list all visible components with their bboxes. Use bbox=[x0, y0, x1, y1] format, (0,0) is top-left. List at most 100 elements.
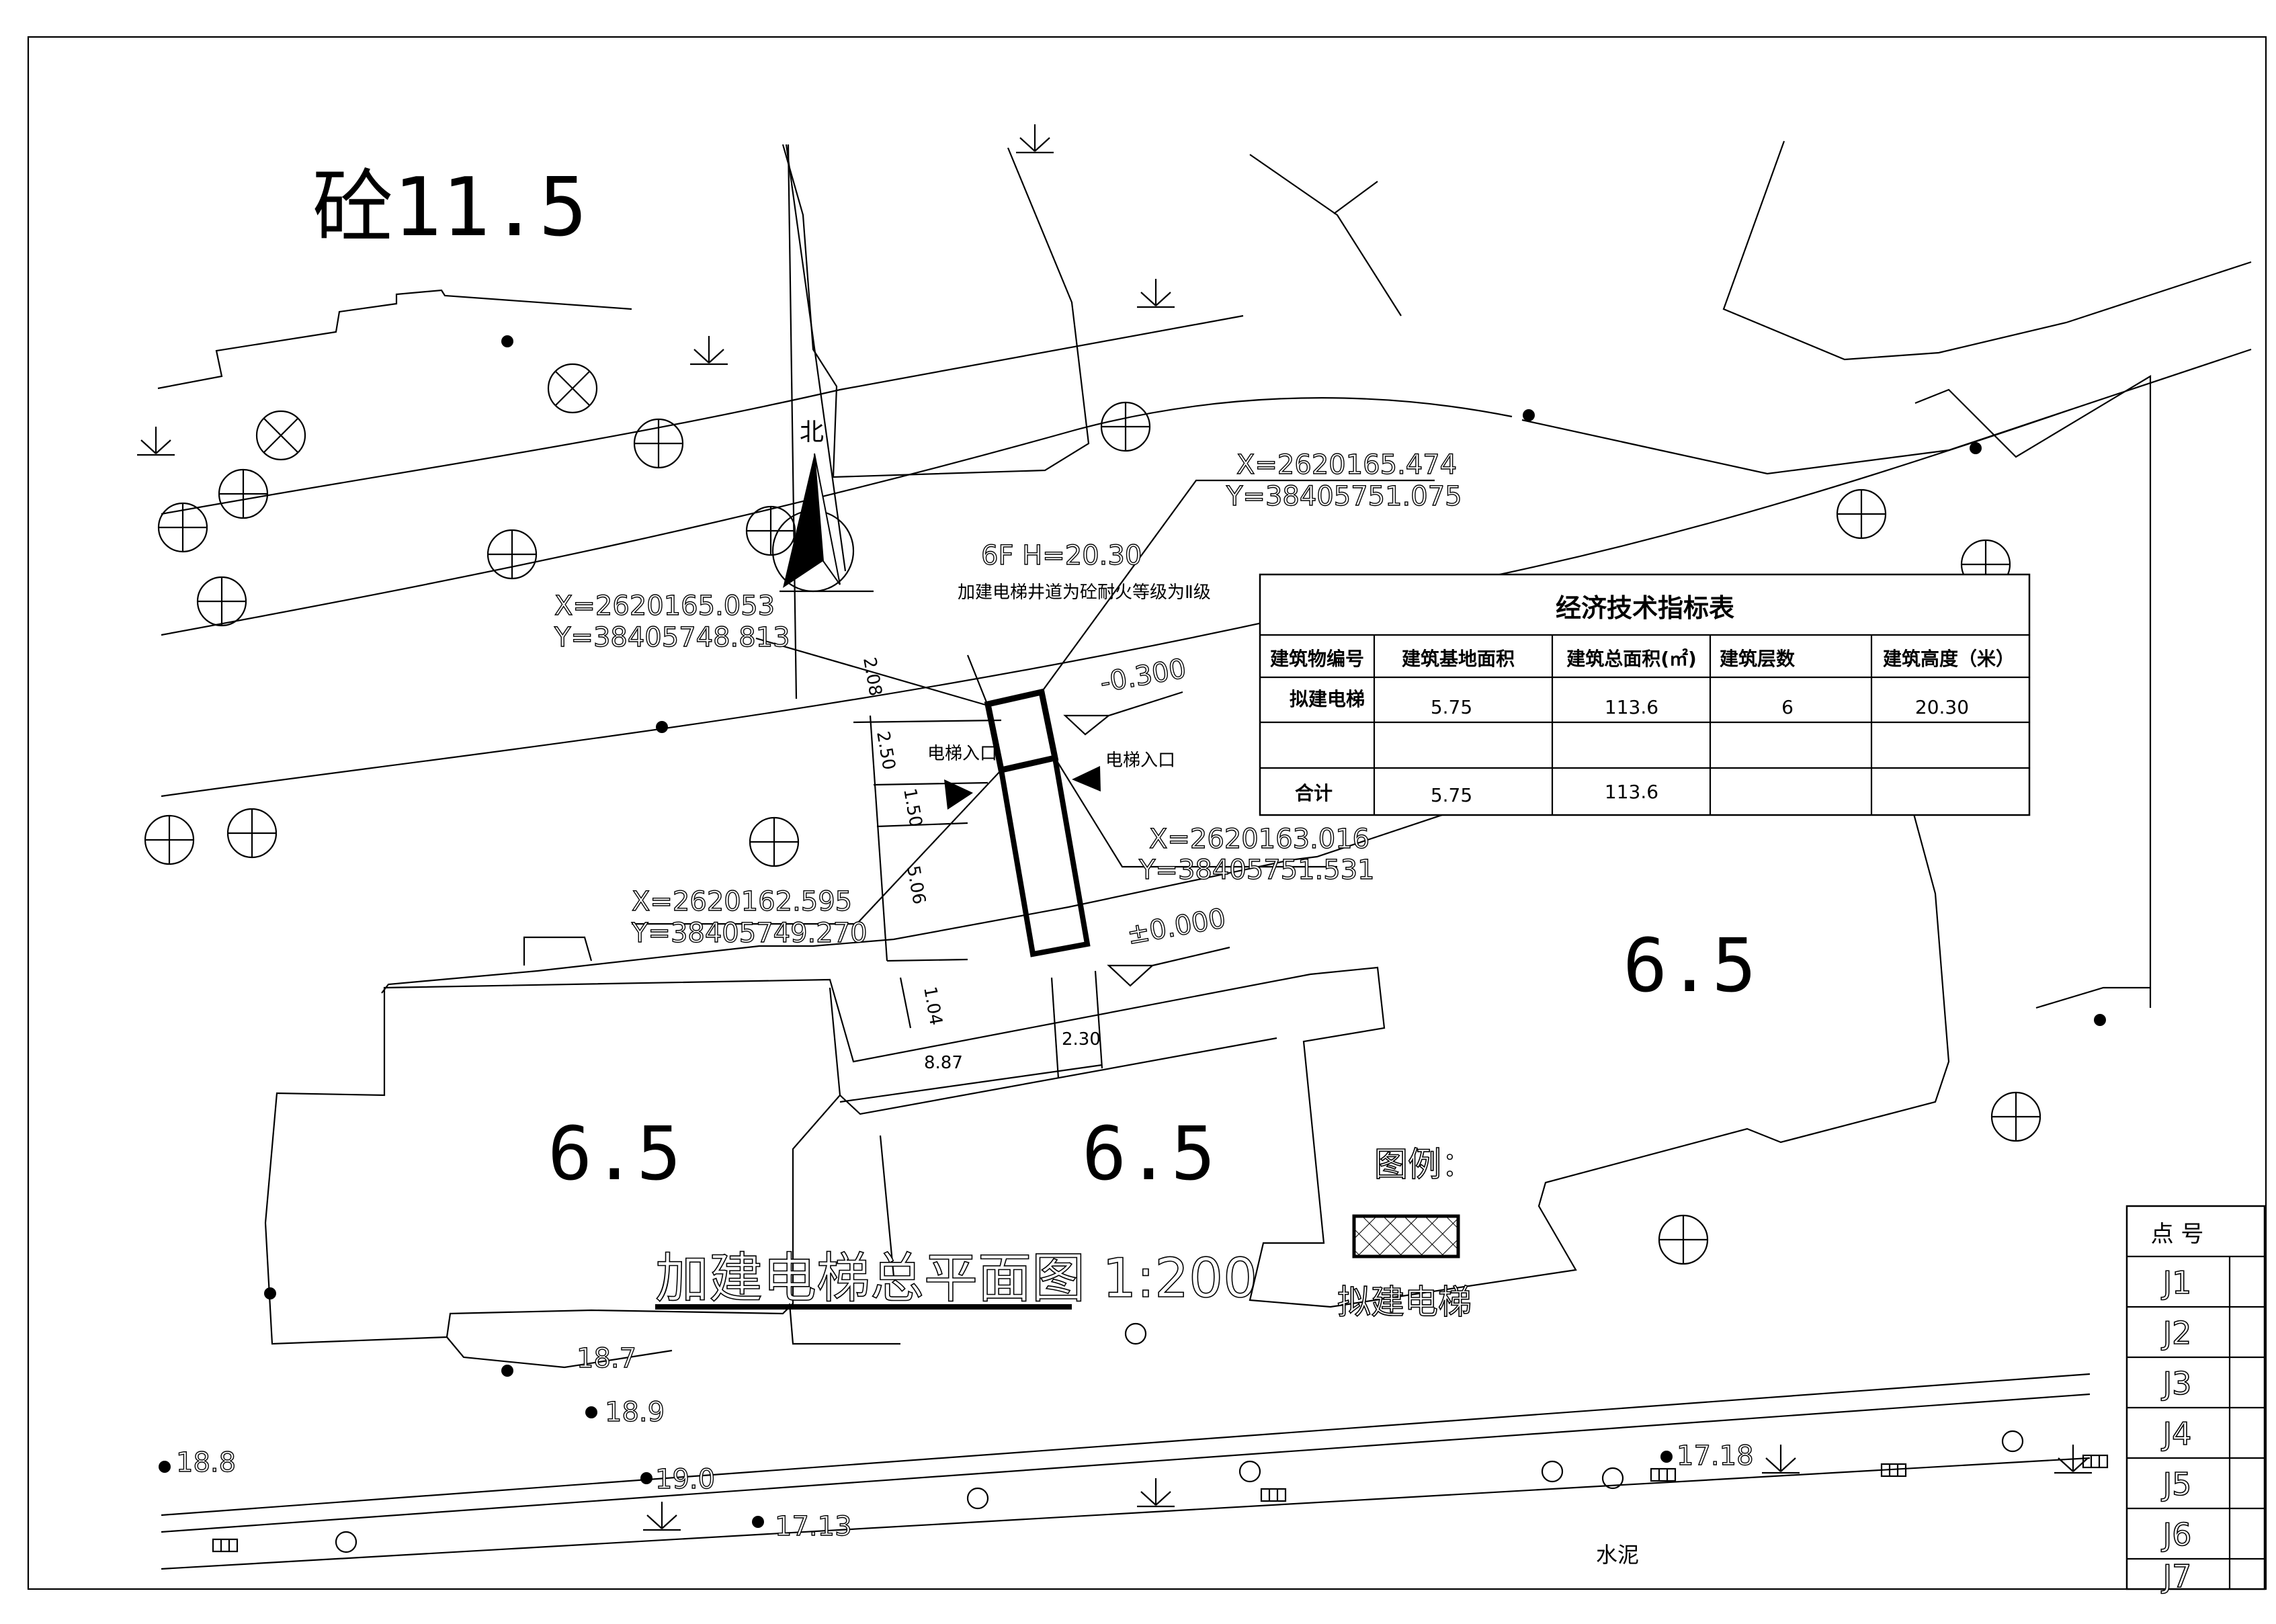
utility-box-icon bbox=[1260, 1488, 1287, 1502]
grass-icon bbox=[2054, 1445, 2092, 1474]
survey-point-icon bbox=[501, 1365, 513, 1377]
x-tree-symbols bbox=[255, 363, 598, 461]
survey-point-icon bbox=[585, 1406, 597, 1418]
th-base-area: 建筑基地面积 bbox=[1402, 648, 1515, 670]
entrance-left-label: 电梯入口 bbox=[927, 744, 997, 764]
spot-elev-18-8: 18.8 bbox=[176, 1447, 236, 1478]
row1-height: 20.30 bbox=[1915, 696, 1969, 718]
grass-icon bbox=[1016, 124, 1054, 154]
total-total-area: 113.6 bbox=[1605, 781, 1658, 803]
grass-icon bbox=[1762, 1445, 1800, 1474]
grass-icon bbox=[1137, 279, 1175, 308]
tree-icon bbox=[226, 808, 278, 859]
tree-symbols bbox=[144, 401, 2041, 1265]
grass-icon bbox=[1137, 1478, 1175, 1508]
coord-2-x: X=2620165.053 bbox=[554, 591, 775, 622]
th-height: 建筑高度（米） bbox=[1883, 648, 2015, 670]
elevation-zero: ±0.000 bbox=[1125, 903, 1228, 951]
proposed-elevator bbox=[984, 688, 1091, 957]
survey-points bbox=[159, 335, 2106, 1528]
dim-1-04: 1.04 bbox=[919, 985, 946, 1027]
dim-8-87: 8.87 bbox=[924, 1053, 963, 1073]
legend-item-label: 拟建电梯 bbox=[1337, 1283, 1472, 1322]
legend-swatch bbox=[1352, 1214, 1460, 1258]
elevation-markers bbox=[1063, 691, 1230, 987]
manhole-icon bbox=[2001, 1430, 2024, 1453]
point-j4: J4 bbox=[2161, 1416, 2192, 1452]
total-label: 合计 bbox=[1295, 782, 1333, 804]
tree-icon bbox=[1836, 488, 1887, 540]
utility-box-icon bbox=[212, 1538, 239, 1553]
point-j1: J1 bbox=[2161, 1265, 2192, 1301]
manhole-icon bbox=[966, 1487, 989, 1510]
shaft-note: 加建电梯井道为砼耐火等级为Ⅱ级 bbox=[958, 583, 1211, 603]
row1-floors: 6 bbox=[1781, 696, 1794, 718]
coord-4-x: X=2620162.595 bbox=[632, 886, 852, 917]
dim-2-50: 2.50 bbox=[872, 730, 899, 771]
survey-point-icon bbox=[640, 1472, 652, 1484]
x-tree-icon bbox=[547, 363, 598, 414]
survey-point-icon bbox=[1523, 409, 1535, 421]
coord-2-y: Y=38405748.813 bbox=[554, 622, 790, 653]
survey-point-icon bbox=[1660, 1451, 1673, 1463]
utility-box-icon bbox=[2082, 1454, 2109, 1469]
tree-icon bbox=[218, 468, 269, 519]
row1-total-area: 113.6 bbox=[1605, 696, 1658, 718]
tree-icon bbox=[749, 816, 800, 867]
legend-title: 图例： bbox=[1374, 1145, 1475, 1184]
indicator-table-title: 经济技术指标表 bbox=[1556, 593, 1734, 623]
row1-building: 拟建电梯 bbox=[1290, 688, 1365, 710]
point-j6: J6 bbox=[2161, 1516, 2192, 1553]
tree-icon bbox=[1990, 1091, 2041, 1142]
spot-elev-18-9: 18.9 bbox=[605, 1397, 665, 1428]
elevation-minus: -0.300 bbox=[1098, 653, 1189, 699]
manhole-icon bbox=[1601, 1467, 1624, 1490]
dim-2-08: 2.08 bbox=[859, 656, 886, 697]
manhole-icon bbox=[1541, 1460, 1564, 1483]
dim-2-30: 2.30 bbox=[1062, 1029, 1101, 1050]
point-j2: J2 bbox=[2161, 1315, 2192, 1351]
th-building-no: 建筑物编号 bbox=[1270, 648, 1364, 670]
grass-icon bbox=[690, 336, 728, 366]
coord-1-x: X=2620165.474 bbox=[1236, 450, 1457, 480]
entrance-arrows bbox=[944, 766, 1101, 810]
survey-point-icon bbox=[752, 1516, 764, 1528]
tree-icon bbox=[487, 529, 538, 580]
tree-icon bbox=[633, 418, 684, 469]
indicator-table: 经济技术指标表 建筑物编号 建筑基地面积 建筑总面积(㎡) 建筑层数 建筑高度（… bbox=[1259, 573, 2031, 816]
grass-symbols bbox=[137, 124, 2092, 1531]
small-features bbox=[212, 1322, 2109, 1553]
coord-4-y: Y=38405749.270 bbox=[631, 918, 868, 949]
spot-elev-18-7: 18.7 bbox=[577, 1343, 636, 1374]
tree-icon bbox=[144, 814, 195, 865]
x-tree-icon bbox=[255, 410, 306, 461]
coord-3-x: X=2620163.016 bbox=[1149, 824, 1369, 855]
floors-height-label: 6F H=20.30 bbox=[981, 540, 1142, 571]
grass-icon bbox=[137, 427, 175, 456]
utility-box-icon bbox=[1650, 1467, 1677, 1482]
cement-label: 水泥 bbox=[1596, 1542, 1639, 1568]
point-j7: J7 bbox=[2161, 1558, 2192, 1594]
north-arrow bbox=[771, 453, 874, 593]
survey-point-icon bbox=[159, 1461, 171, 1473]
tree-icon bbox=[1100, 401, 1151, 452]
survey-point-icon bbox=[656, 721, 668, 733]
grass-icon bbox=[643, 1502, 681, 1531]
coord-1-y: Y=38405751.075 bbox=[1226, 481, 1462, 512]
point-j5: J5 bbox=[2161, 1466, 2192, 1502]
dim-5-06: 5.06 bbox=[902, 864, 929, 906]
manhole-icon bbox=[1238, 1460, 1261, 1483]
drawing-frame bbox=[27, 36, 2267, 1590]
spot-elev-19-0: 19.0 bbox=[655, 1464, 715, 1495]
spot-elev-17-18: 17.18 bbox=[1677, 1441, 1754, 1471]
spot-elev-17-13: 17.13 bbox=[775, 1511, 852, 1542]
manhole-icon bbox=[335, 1531, 357, 1553]
tree-icon bbox=[1658, 1214, 1709, 1265]
coord-3-y: Y=38405751.531 bbox=[1138, 855, 1375, 886]
tree-icon bbox=[745, 505, 796, 556]
point-j3: J3 bbox=[2161, 1365, 2192, 1402]
total-base-area: 5.75 bbox=[1431, 784, 1472, 806]
th-total-area: 建筑总面积(㎡) bbox=[1566, 648, 1697, 670]
survey-point-icon bbox=[1970, 442, 1982, 454]
height-label-right: 6.5 bbox=[1623, 923, 1757, 1009]
